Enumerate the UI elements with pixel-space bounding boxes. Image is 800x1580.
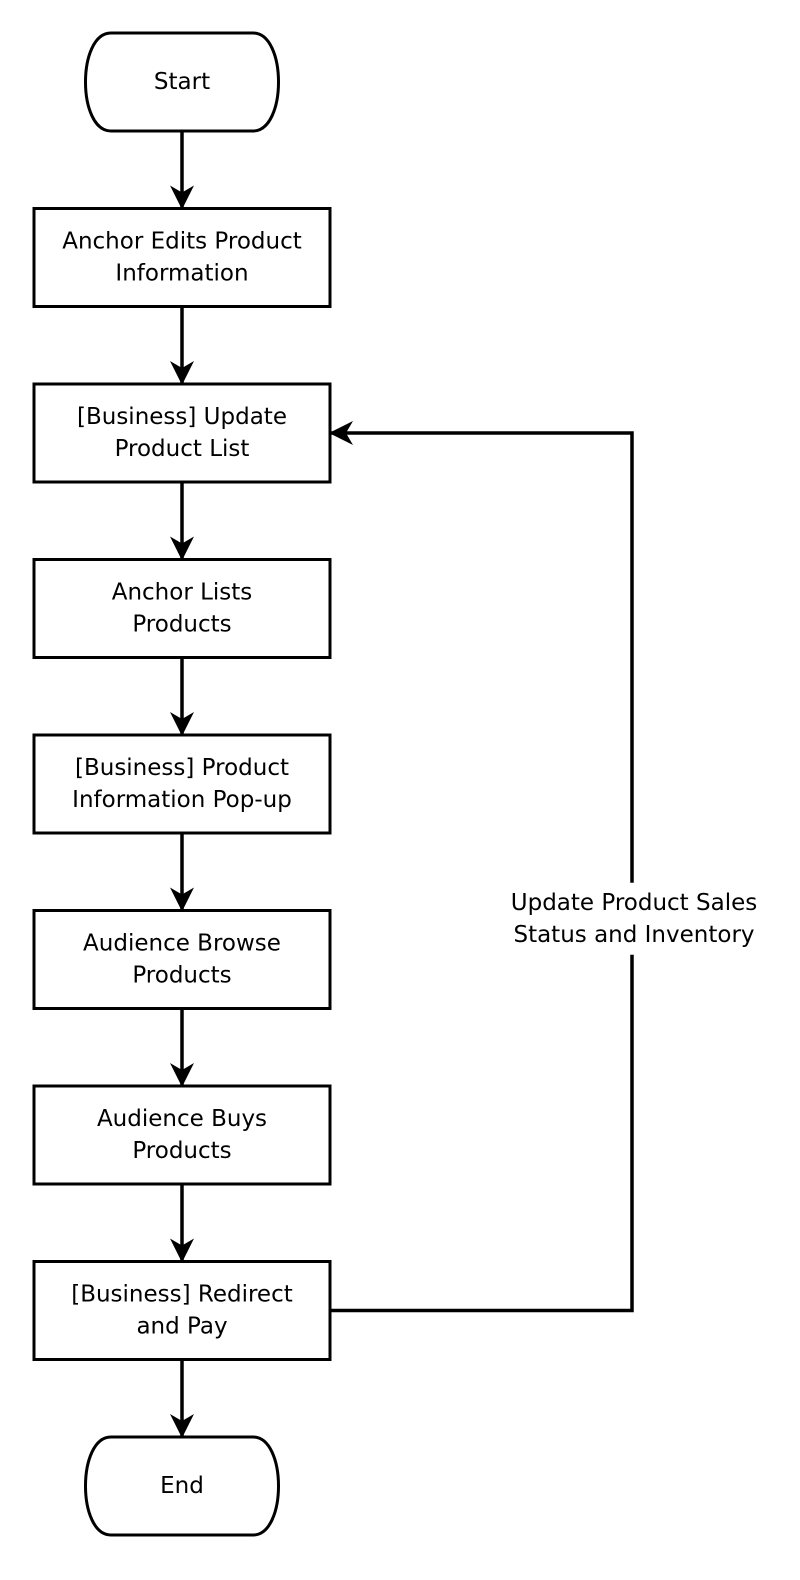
node-label: Start [154,69,210,95]
loop-arrow [329,421,634,1313]
loop-label: Status and Inventory [513,922,754,948]
process-box [32,733,332,835]
node-label: Products [132,1138,231,1164]
node-end: End [84,1435,280,1537]
process-box [32,909,332,1010]
node-label: Products [132,612,231,638]
node-label: Audience Browse [83,931,281,957]
node-label: Product List [115,436,250,462]
loop-label: Update Product Sales [511,890,757,916]
node-label: [Business] Update [77,404,287,430]
terminal-shape [84,1435,280,1537]
process-box [32,1084,332,1186]
node-start: Start [84,31,280,133]
process-box [32,1260,332,1361]
node-label: Information [115,261,248,287]
node-label: [Business] Product [75,755,289,781]
node-pay: [Business] Redirect and Pay [32,1260,332,1361]
terminal-shape [84,31,280,133]
node-label: Anchor Lists [112,580,253,606]
process-box [32,558,332,659]
node-label: Products [132,963,231,989]
loop-label-background [496,882,768,955]
process-box [32,382,332,484]
node-label: and Pay [136,1314,227,1340]
node-label: Information Pop-up [72,787,292,813]
node-label: Audience Buys [97,1106,267,1132]
node-label: [Business] Redirect [71,1282,293,1308]
process-box [32,207,332,308]
node-label: End [160,1473,204,1499]
node-label: Anchor Edits Product [62,229,302,255]
